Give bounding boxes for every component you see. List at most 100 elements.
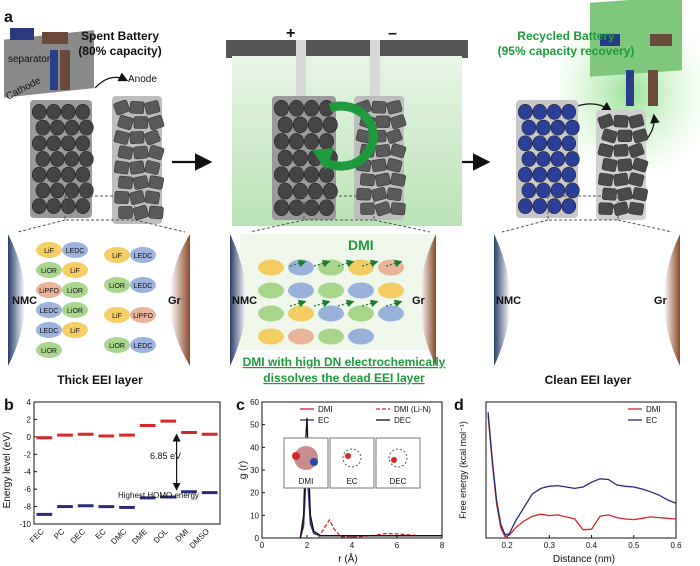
- anode-flake: [132, 175, 149, 190]
- eei-component-blob: [36, 342, 62, 358]
- cathode-particle: [35, 182, 51, 199]
- legend-entry: DMI (Li-N): [394, 405, 431, 414]
- solvent-category-label: DEC: [69, 527, 87, 545]
- anode-flake: [613, 114, 629, 128]
- anode-flake: [390, 172, 407, 187]
- eei-component-blob: [36, 322, 62, 338]
- solvent-category-label: DME: [130, 527, 149, 546]
- panel-b-letter: b: [4, 397, 14, 414]
- panel-c-ytick-label: 30: [250, 466, 259, 475]
- clean-eei-zoom: NMC Gr: [494, 234, 680, 366]
- eei-component-label: LiOR: [41, 268, 57, 275]
- cathode-particle: [517, 104, 533, 120]
- cathode-particle: [536, 182, 551, 199]
- anode-flake: [632, 157, 649, 173]
- free-energy-series-ec: [487, 412, 677, 536]
- free-energy-series-dmi: [487, 415, 677, 538]
- nmc-label-left: NMC: [12, 295, 37, 307]
- cathode-particle: [273, 166, 289, 183]
- cathode-particle: [273, 100, 289, 117]
- cathode-particle: [31, 135, 47, 152]
- anode-flake: [390, 202, 406, 216]
- anode-flake: [129, 100, 145, 115]
- cathode-particle: [277, 182, 293, 200]
- eei-component-label: LiPFO: [133, 313, 153, 320]
- panel-d-xtick-label: 0.3: [544, 541, 556, 550]
- panel-b-ytick-label: -8: [24, 503, 32, 512]
- eei-component-blob: [104, 247, 130, 263]
- gr-label-mid: Gr: [412, 295, 426, 307]
- dmi-flow-arrow: [337, 259, 355, 268]
- legend-entry: DMI: [646, 405, 661, 414]
- cathode-particle: [75, 166, 91, 183]
- eei-component-blob: [62, 242, 88, 258]
- dissolving-eei-zoom: DMI NMC Gr: [230, 234, 436, 366]
- anode-flake: [132, 204, 150, 221]
- anode-flake: [118, 206, 133, 219]
- cathode-particle: [31, 166, 47, 183]
- dmi-flow-arrow: [385, 299, 403, 308]
- eei-component-blob: [130, 307, 156, 323]
- cathode-particle: [532, 104, 548, 120]
- recycled-battery-icon: [590, 0, 682, 106]
- eei-component-label: LiF: [70, 328, 80, 335]
- panel-b-ytick-label: -4: [24, 468, 32, 477]
- anode-flake: [144, 100, 161, 115]
- cathode-particle: [79, 119, 94, 136]
- anode-flake: [129, 130, 145, 145]
- panel-b-ytick-label: -2: [24, 450, 32, 459]
- eei-component-label: LiOR: [109, 283, 125, 290]
- anode-flake: [148, 144, 165, 161]
- panel-b-ytick-label: -6: [24, 485, 32, 494]
- spent-title: Spent Battery: [81, 29, 159, 43]
- cathode-particle: [277, 116, 293, 134]
- nmc-label-mid: NMC: [232, 295, 257, 307]
- anode-flake: [613, 144, 629, 157]
- eei-component-blob: [258, 305, 284, 322]
- cathode-particle: [318, 133, 334, 150]
- eei-component-blob: [348, 305, 374, 322]
- eei-component-blob: [288, 328, 314, 345]
- anode-flake: [144, 129, 161, 146]
- anode-flake: [374, 201, 391, 217]
- eei-component-blob: [258, 259, 284, 276]
- spent-subtitle: (80% capacity): [78, 44, 161, 58]
- anode-flake: [133, 145, 149, 160]
- legend-entry: EC: [318, 416, 329, 425]
- cathode-particle: [75, 104, 91, 120]
- eei-component-label: LiOR: [41, 348, 57, 355]
- anode-label: Anode: [128, 74, 157, 85]
- anode-flake: [133, 116, 149, 129]
- cathode-particle: [318, 199, 334, 216]
- cathode-particle: [322, 182, 338, 200]
- cathode-particle: [273, 133, 289, 150]
- eei-component-label: LiF: [70, 268, 80, 275]
- panel-c-ytick-label: 20: [250, 489, 259, 498]
- nmc-label-right: NMC: [496, 295, 521, 307]
- cathode-particle: [521, 119, 537, 136]
- panel-c-ytick-label: 50: [250, 421, 259, 430]
- eei-component-blob: [36, 262, 62, 278]
- cathode-particle: [561, 166, 577, 183]
- cathode-particle: [546, 104, 562, 120]
- anode-flake: [148, 205, 164, 220]
- anode-flake: [597, 113, 614, 129]
- gr-label-right: Gr: [654, 295, 668, 307]
- panel-c-xtick-label: 8: [440, 541, 445, 550]
- eei-component-blob: [348, 328, 374, 345]
- cathode-particle: [31, 104, 47, 120]
- cathode-particle: [303, 199, 319, 216]
- recycling-cell: [226, 40, 468, 226]
- panel-c-xtick-label: 6: [395, 541, 400, 550]
- cathode-particle: [303, 133, 319, 150]
- anode-flake: [390, 143, 407, 159]
- legend-entry: DMI: [318, 405, 333, 414]
- eei-component-label: LEDC: [66, 248, 85, 255]
- panel-d-xlabel: Distance (nm): [553, 554, 615, 565]
- dec-molecule-icon: [388, 448, 408, 468]
- cathode-particle: [532, 135, 548, 152]
- eei-component-label: LiOR: [109, 343, 125, 350]
